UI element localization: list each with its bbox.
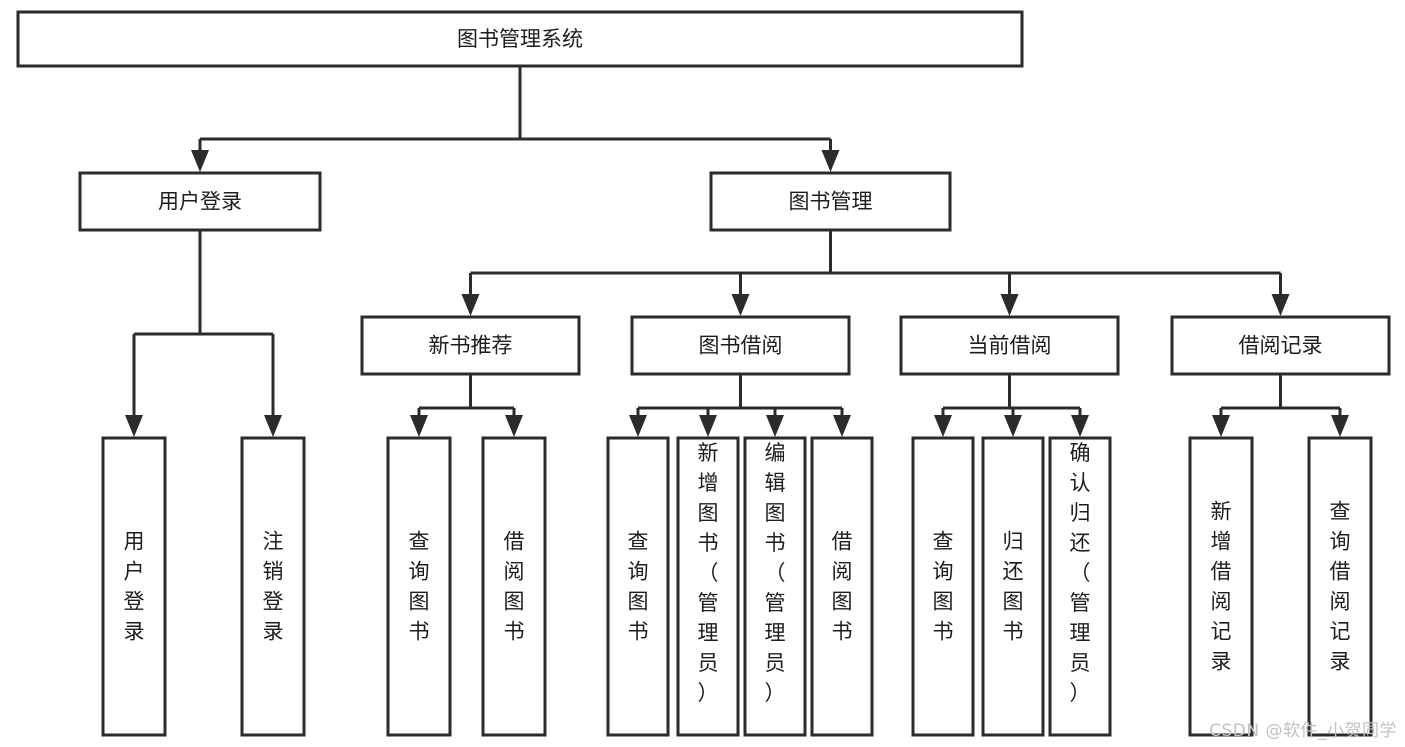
node-box-leaf-query-book-current[interactable] bbox=[911, 436, 975, 737]
node-label-leaf-add-book-admin: 新增图书（管理员） bbox=[698, 441, 719, 705]
node-box-leaf-user-logout[interactable] bbox=[240, 436, 306, 737]
node-root[interactable]: 图书管理系统 bbox=[16, 10, 1024, 68]
arrow-head-icon bbox=[1331, 415, 1349, 437]
node-box-leaf-confirm-return-admin[interactable] bbox=[1048, 436, 1112, 737]
arrow-head-icon bbox=[505, 415, 523, 437]
node-leaf-return-book[interactable]: 归还图书 bbox=[981, 436, 1045, 737]
arrow-head-icon bbox=[934, 415, 952, 437]
connector-edge-currentborrow-split bbox=[934, 374, 1089, 437]
node-label-leaf-user-logout: 注销登录 bbox=[263, 530, 284, 644]
node-leaf-user-logout[interactable]: 注销登录 bbox=[240, 436, 306, 737]
node-box-leaf-user-login[interactable] bbox=[101, 436, 167, 737]
node-book-manage[interactable]: 图书管理 bbox=[709, 171, 952, 232]
node-leaf-borrow-book[interactable]: 借阅图书 bbox=[810, 436, 874, 737]
node-label-leaf-query-book-borrow: 查询图书 bbox=[628, 530, 649, 644]
node-box-borrow-record[interactable] bbox=[1170, 315, 1391, 376]
node-box-root[interactable] bbox=[16, 10, 1024, 68]
node-label-new-book-rec: 新书推荐 bbox=[429, 334, 513, 358]
node-label-leaf-query-book-rec: 查询图书 bbox=[409, 530, 430, 644]
node-label-current-borrow: 当前借阅 bbox=[968, 334, 1052, 358]
node-box-leaf-borrow-book-rec[interactable] bbox=[481, 436, 547, 737]
arrow-head-icon bbox=[1004, 415, 1022, 437]
node-label-user-login: 用户登录 bbox=[158, 190, 242, 214]
node-label-leaf-query-book-current: 查询图书 bbox=[933, 530, 954, 644]
connector-edge-userlogin-split bbox=[125, 230, 282, 437]
edge-layer bbox=[125, 66, 1349, 437]
arrow-head-icon bbox=[1271, 294, 1290, 316]
node-leaf-borrow-book-rec[interactable]: 借阅图书 bbox=[481, 436, 547, 737]
node-box-new-book-rec[interactable] bbox=[360, 315, 581, 376]
node-label-leaf-borrow-book-rec: 借阅图书 bbox=[504, 530, 525, 644]
node-leaf-add-book-admin[interactable]: 新增图书（管理员） bbox=[676, 436, 740, 737]
arrow-head-icon bbox=[629, 415, 647, 437]
watermark-label: CSDN @软件_小贺同学 bbox=[1209, 721, 1397, 741]
node-label-book-manage: 图书管理 bbox=[789, 190, 873, 214]
node-box-book-manage[interactable] bbox=[709, 171, 952, 232]
arrow-head-icon bbox=[264, 415, 282, 437]
arrow-head-icon bbox=[766, 415, 784, 437]
arrow-head-icon bbox=[731, 294, 750, 316]
node-new-book-rec[interactable]: 新书推荐 bbox=[360, 315, 581, 376]
node-label-leaf-user-login: 用户登录 bbox=[124, 530, 145, 644]
arrow-head-icon bbox=[410, 415, 428, 437]
arrow-head-icon bbox=[461, 294, 480, 316]
connector-edge-bookmanage-split bbox=[461, 230, 1290, 316]
arrow-head-icon bbox=[1000, 294, 1019, 316]
node-label-borrow-record: 借阅记录 bbox=[1239, 334, 1323, 358]
arrow-head-icon bbox=[833, 415, 851, 437]
connector-edge-root-split bbox=[191, 66, 840, 172]
node-label-leaf-return-book: 归还图书 bbox=[1003, 530, 1024, 644]
arrow-head-icon bbox=[1071, 415, 1089, 437]
node-box-leaf-query-borrow-record[interactable] bbox=[1307, 436, 1373, 737]
node-label-root: 图书管理系统 bbox=[457, 27, 583, 51]
connector-edge-borrowrecord-split bbox=[1212, 374, 1349, 437]
connector-edge-newbookrec-split bbox=[410, 374, 523, 437]
node-label-leaf-confirm-return-admin: 确认归还（管理员） bbox=[1070, 441, 1091, 705]
arrow-head-icon bbox=[1212, 415, 1230, 437]
node-book-borrow[interactable]: 图书借阅 bbox=[630, 315, 851, 376]
node-leaf-query-borrow-record[interactable]: 查询借阅记录 bbox=[1307, 436, 1373, 737]
node-leaf-confirm-return-admin[interactable]: 确认归还（管理员） bbox=[1048, 436, 1112, 737]
node-leaf-query-book-current[interactable]: 查询图书 bbox=[911, 436, 975, 737]
arrow-head-icon bbox=[191, 150, 209, 172]
node-box-leaf-borrow-book[interactable] bbox=[810, 436, 874, 737]
node-box-current-borrow[interactable] bbox=[899, 315, 1120, 376]
node-box-leaf-query-book-borrow[interactable] bbox=[606, 436, 670, 737]
node-borrow-record[interactable]: 借阅记录 bbox=[1170, 315, 1391, 376]
node-leaf-user-login[interactable]: 用户登录 bbox=[101, 436, 167, 737]
node-box-leaf-edit-book-admin[interactable] bbox=[743, 436, 807, 737]
node-label-leaf-query-borrow-record: 查询借阅记录 bbox=[1330, 500, 1351, 674]
arrow-head-icon bbox=[699, 415, 717, 437]
arrow-head-icon bbox=[125, 415, 143, 437]
node-layer: 图书管理系统用户登录图书管理新书推荐图书借阅当前借阅借阅记录用户登录注销登录查询… bbox=[16, 10, 1391, 737]
node-user-login[interactable]: 用户登录 bbox=[78, 171, 322, 232]
node-leaf-query-book-borrow[interactable]: 查询图书 bbox=[606, 436, 670, 737]
node-box-user-login[interactable] bbox=[78, 171, 322, 232]
node-box-leaf-query-book-rec[interactable] bbox=[386, 436, 452, 737]
node-label-leaf-add-borrow-record: 新增借阅记录 bbox=[1211, 500, 1232, 674]
node-label-leaf-edit-book-admin: 编辑图书（管理员） bbox=[765, 441, 786, 705]
node-leaf-add-borrow-record[interactable]: 新增借阅记录 bbox=[1188, 436, 1254, 737]
arrow-head-icon bbox=[821, 150, 840, 172]
node-current-borrow[interactable]: 当前借阅 bbox=[899, 315, 1120, 376]
node-label-book-borrow: 图书借阅 bbox=[699, 334, 783, 358]
node-leaf-query-book-rec[interactable]: 查询图书 bbox=[386, 436, 452, 737]
node-box-leaf-add-book-admin[interactable] bbox=[676, 436, 740, 737]
node-label-leaf-borrow-book: 借阅图书 bbox=[832, 530, 853, 644]
node-leaf-edit-book-admin[interactable]: 编辑图书（管理员） bbox=[743, 436, 807, 737]
node-box-leaf-return-book[interactable] bbox=[981, 436, 1045, 737]
connector-edge-bookborrow-split bbox=[629, 374, 851, 437]
node-box-book-borrow[interactable] bbox=[630, 315, 851, 376]
node-box-leaf-add-borrow-record[interactable] bbox=[1188, 436, 1254, 737]
